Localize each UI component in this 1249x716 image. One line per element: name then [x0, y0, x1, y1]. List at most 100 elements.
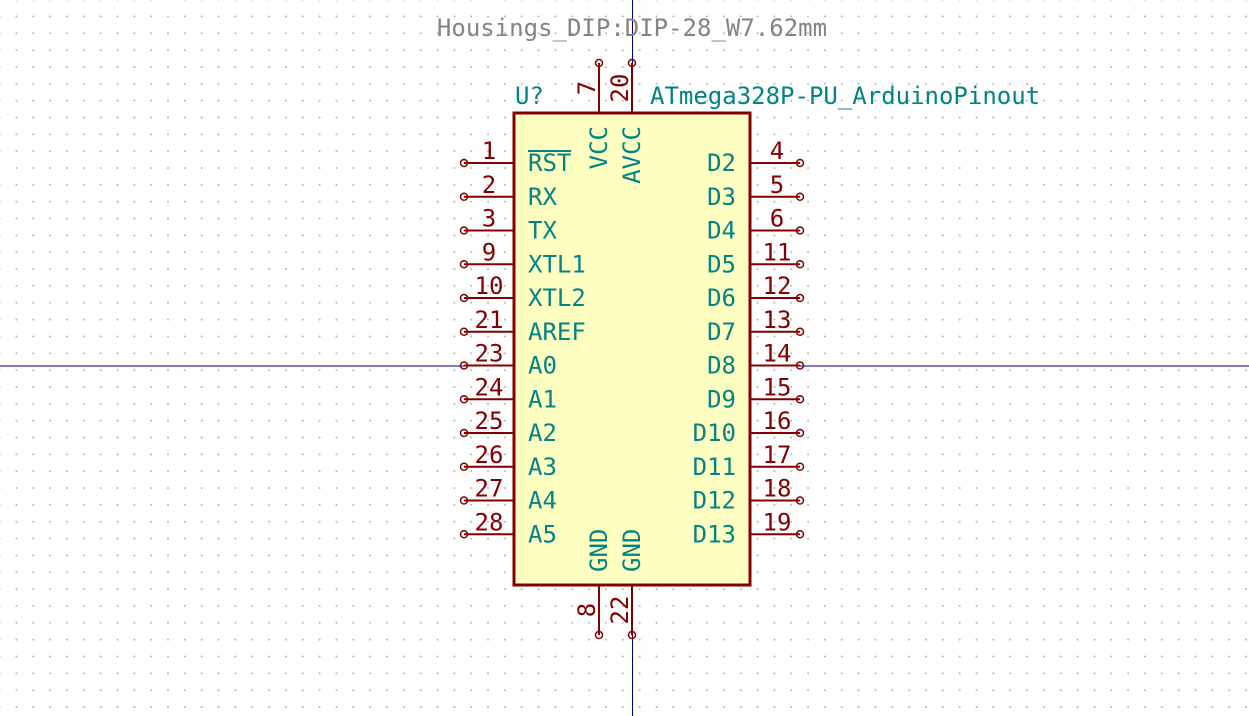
pin-5[interactable]: 5D3 [707, 171, 805, 211]
pin-endpoint[interactable] [459, 192, 469, 201]
pin-endpoint[interactable] [594, 58, 604, 68]
pin-number: 20 [606, 74, 634, 103]
pin-endpoint[interactable] [795, 530, 805, 539]
pin-name: A1 [528, 385, 557, 413]
pin-number: 3 [482, 205, 496, 233]
component-body[interactable] [512, 111, 752, 587]
pin-endpoint[interactable] [459, 260, 469, 269]
pin-name: XTL2 [528, 284, 586, 312]
pin-endpoint[interactable] [459, 327, 469, 336]
pin-name: D3 [707, 183, 736, 211]
pin-name: D13 [693, 520, 736, 548]
pin-endpoint[interactable] [795, 192, 805, 201]
pin-3[interactable]: 3 TX [459, 205, 558, 245]
pin-19[interactable]: 19 D13 [693, 508, 805, 548]
pin-10[interactable]: 10 XTL2 [459, 272, 586, 312]
pin-endpoint[interactable] [459, 158, 469, 168]
pin-number: 19 [763, 508, 792, 536]
pin-name: D8 [707, 352, 736, 380]
reference-field[interactable]: U? [515, 82, 544, 110]
pin-number: 26 [475, 441, 504, 469]
pin-name: RX [528, 183, 557, 211]
pin-endpoint[interactable] [459, 428, 469, 438]
pin-name: AVCC [618, 126, 646, 184]
pin-number: 23 [475, 340, 504, 368]
pin-number: 25 [475, 407, 504, 435]
pin-endpoint[interactable] [459, 226, 469, 235]
value-field[interactable]: ATmega328P-PU_ArduinoPinout [650, 82, 1040, 110]
pin-name: D5 [707, 250, 736, 278]
pin-endpoint[interactable] [795, 462, 805, 471]
pin-endpoint[interactable] [627, 630, 637, 640]
pin-name: GND [618, 529, 646, 572]
pin-name: D7 [707, 318, 736, 346]
pin-endpoint[interactable] [459, 361, 469, 370]
pin-endpoint[interactable] [795, 158, 805, 168]
pin-endpoint[interactable] [459, 395, 469, 404]
pin-name: A4 [528, 487, 557, 515]
pin-endpoint[interactable] [795, 428, 805, 438]
pin-number: 16 [763, 407, 792, 435]
pin-4[interactable]: 4D2 [707, 137, 805, 177]
pin-number: 21 [475, 306, 504, 334]
pin-number: 14 [763, 340, 792, 368]
pin-number: 15 [763, 373, 792, 401]
pin-name: VCC [585, 126, 613, 169]
pin-endpoint[interactable] [627, 58, 637, 68]
pin-endpoint[interactable] [795, 327, 805, 336]
pin-name: D12 [693, 487, 736, 515]
pin-endpoint[interactable] [795, 361, 805, 370]
pin-endpoint[interactable] [795, 226, 805, 235]
pin-endpoint[interactable] [795, 293, 805, 303]
pin-number: 18 [763, 475, 792, 503]
pin-endpoint[interactable] [459, 530, 469, 539]
pin-13[interactable]: 13 D7 [707, 306, 805, 346]
pin-23[interactable]: 23 A0 [459, 340, 557, 380]
pin-name: A0 [528, 352, 557, 380]
pin-number: 11 [763, 238, 792, 266]
pin-endpoint[interactable] [795, 260, 805, 269]
pin-endpoint[interactable] [459, 293, 469, 303]
pin-name: TX [528, 217, 557, 245]
pin-endpoint[interactable] [594, 630, 604, 640]
pin-number: 10 [475, 272, 504, 300]
pin-number: 6 [770, 205, 784, 233]
pin-11[interactable]: 11 D5 [707, 238, 805, 278]
pin-name: GND [585, 529, 613, 572]
pin-name: D6 [707, 284, 736, 312]
pin-number: 13 [763, 306, 792, 334]
pin-endpoint[interactable] [459, 462, 469, 471]
pin-number: 8 [573, 603, 601, 617]
footprint-field[interactable]: Housings_DIP:DIP-28_W7.62mm [437, 14, 827, 42]
pin-18[interactable]: 18 D12 [693, 475, 805, 515]
pin-endpoint[interactable] [795, 496, 805, 505]
pin-endpoint[interactable] [795, 395, 805, 404]
pin-14[interactable]: 14 D8 [707, 340, 805, 380]
pin-8[interactable]: 8 GND [573, 529, 613, 640]
pin-number: 4 [770, 137, 784, 165]
pin-number: 9 [482, 238, 496, 266]
pin-number: 1 [482, 137, 496, 165]
pin-endpoint[interactable] [459, 496, 469, 505]
pin-6[interactable]: 6D4 [707, 205, 805, 245]
pin-name: A5 [528, 520, 557, 548]
